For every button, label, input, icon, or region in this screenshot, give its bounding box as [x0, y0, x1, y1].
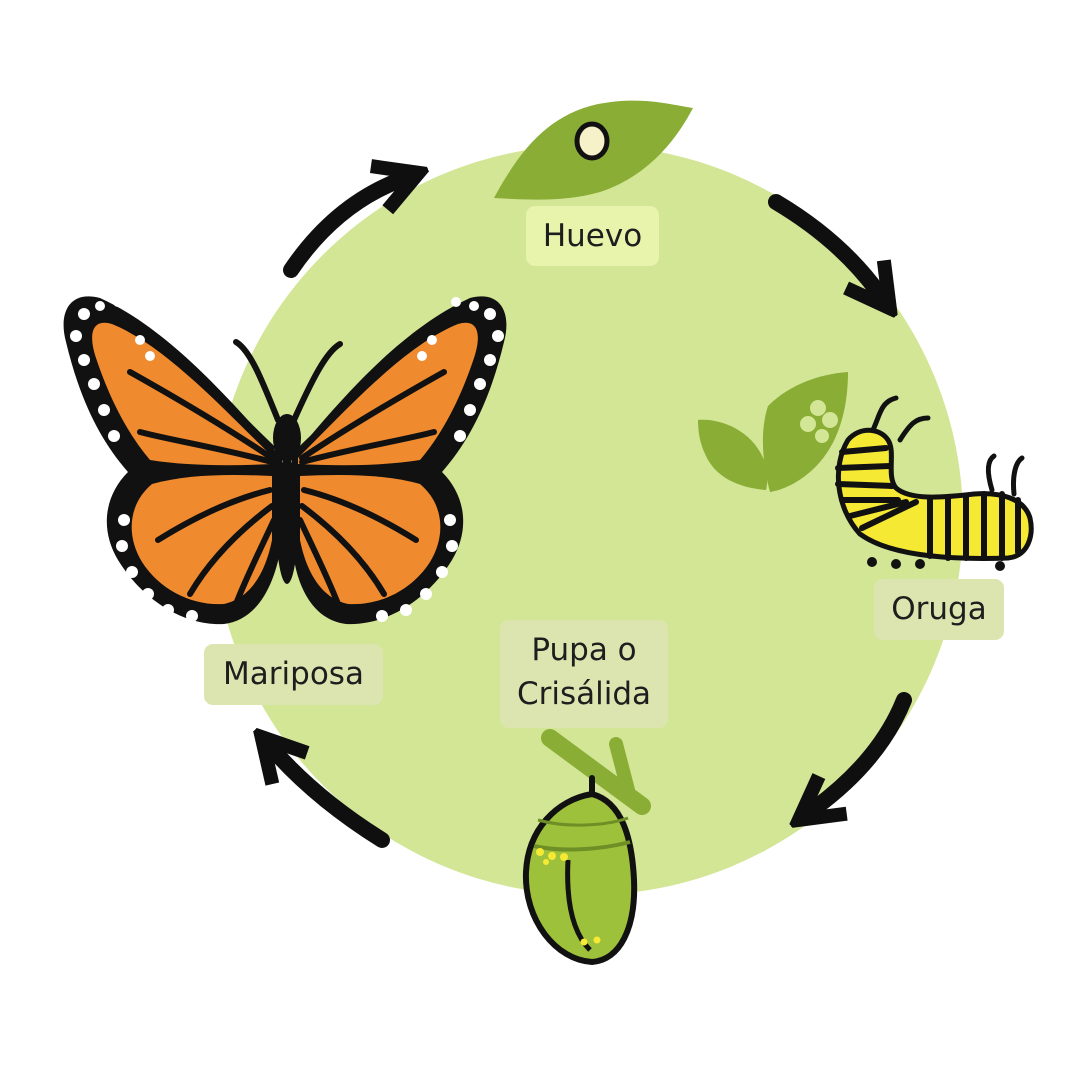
- stage-label-pupa-line-1: Pupa o: [531, 632, 637, 668]
- stage-label-pupa-line-2: Crisálida: [516, 676, 652, 712]
- caterpillar-icon: [835, 395, 1034, 571]
- cycle-arrows: [275, 180, 912, 848]
- stage-label-pupa: Pupa o Crisálida: [500, 620, 668, 728]
- cycle-arrow-icon: [768, 194, 878, 292]
- stage-label-caterpillar: Oruga: [874, 579, 1004, 640]
- cycle-arrow-icon: [283, 180, 400, 278]
- lifecycle-circle: [213, 145, 963, 895]
- chrysalis-icon: [522, 729, 651, 966]
- cycle-arrow-icon: [815, 692, 912, 808]
- egg-on-leaf-icon: [494, 100, 693, 200]
- egg-icon: [574, 121, 610, 161]
- leaf-icon: [698, 372, 848, 492]
- monarch-butterfly-icon: [63, 296, 507, 625]
- stage-label-butterfly: Mariposa: [204, 644, 383, 705]
- cycle-arrow-icon: [275, 752, 390, 848]
- stage-label-egg: Huevo: [526, 206, 659, 266]
